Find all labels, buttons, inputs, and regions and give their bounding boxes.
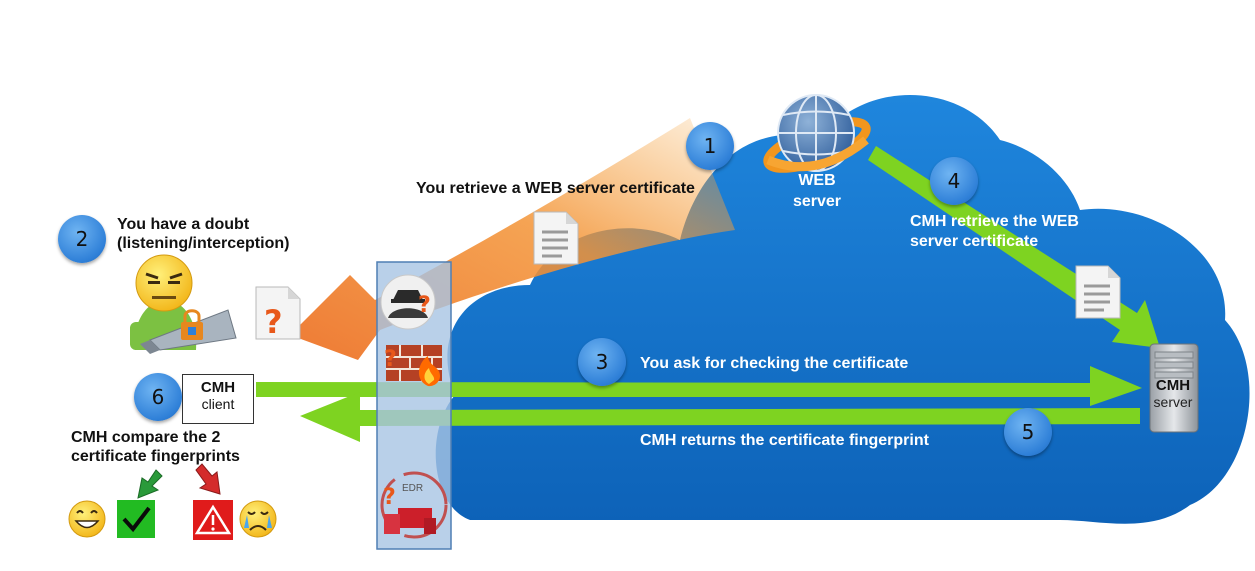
document-icon-1 — [533, 211, 579, 265]
step-badge-2: 2 — [58, 215, 106, 263]
step-badge-1: 1 — [686, 122, 734, 170]
step4-label-line2: server certificate — [910, 233, 1039, 250]
red-down-arrow — [195, 463, 221, 495]
edr-label: EDR — [402, 483, 424, 494]
step-badge-6: 6 — [134, 373, 182, 421]
cmh-client-label-line2: client — [201, 396, 235, 412]
web-server-label-line2: server — [792, 193, 842, 210]
server-icon — [1149, 343, 1199, 433]
step-badge-4: 4 — [930, 157, 978, 205]
svg-text:?: ? — [264, 303, 283, 341]
step1-label: You retrieve a WEB server certificate — [416, 180, 695, 197]
document-icon-2 — [1075, 265, 1121, 319]
green-arrow-step3 — [256, 366, 1142, 406]
web-server-label-line1: WEB — [798, 172, 836, 189]
check-icon — [117, 500, 155, 538]
spy-icon: ? — [380, 274, 436, 330]
document-question-icon: ? — [255, 286, 301, 341]
step4-label-line1: CMH retrieve the WEB — [910, 213, 1079, 230]
cmh-server-label: CMH server — [1145, 377, 1201, 410]
svg-text:?: ? — [383, 485, 396, 510]
step2-label-line1: You have a doubt — [117, 216, 250, 233]
step6-label-line1: CMH compare the 2 — [71, 429, 221, 446]
green-arrow-step5 — [300, 392, 1140, 442]
crying-face-icon — [239, 500, 277, 538]
warning-icon — [193, 500, 233, 540]
edr-icon: ? — [380, 471, 448, 539]
cmh-server-label-line1: CMH — [1155, 377, 1191, 394]
globe-icon — [763, 94, 871, 173]
step3-label: You ask for checking the certificate — [640, 355, 909, 372]
svg-text:?: ? — [384, 347, 397, 372]
green-down-arrow — [137, 469, 163, 499]
cmh-server-label-line2: server — [1153, 394, 1193, 410]
step5-label: CMH returns the certificate fingerprint — [640, 432, 929, 449]
cmh-client-box: CMH client — [182, 374, 254, 424]
svg-text:?: ? — [418, 293, 431, 318]
happy-face-icon — [68, 500, 106, 538]
step2-label-line2: (listening/interception) — [117, 235, 290, 252]
firewall-icon: ? — [384, 345, 442, 387]
step-badge-3: 3 — [578, 338, 626, 386]
step6-label-line2: certificate fingerprints — [71, 448, 240, 465]
cmh-client-label-line1: CMH — [200, 379, 236, 396]
lock-icon — [181, 309, 203, 340]
step-badge-5: 5 — [1004, 408, 1052, 456]
